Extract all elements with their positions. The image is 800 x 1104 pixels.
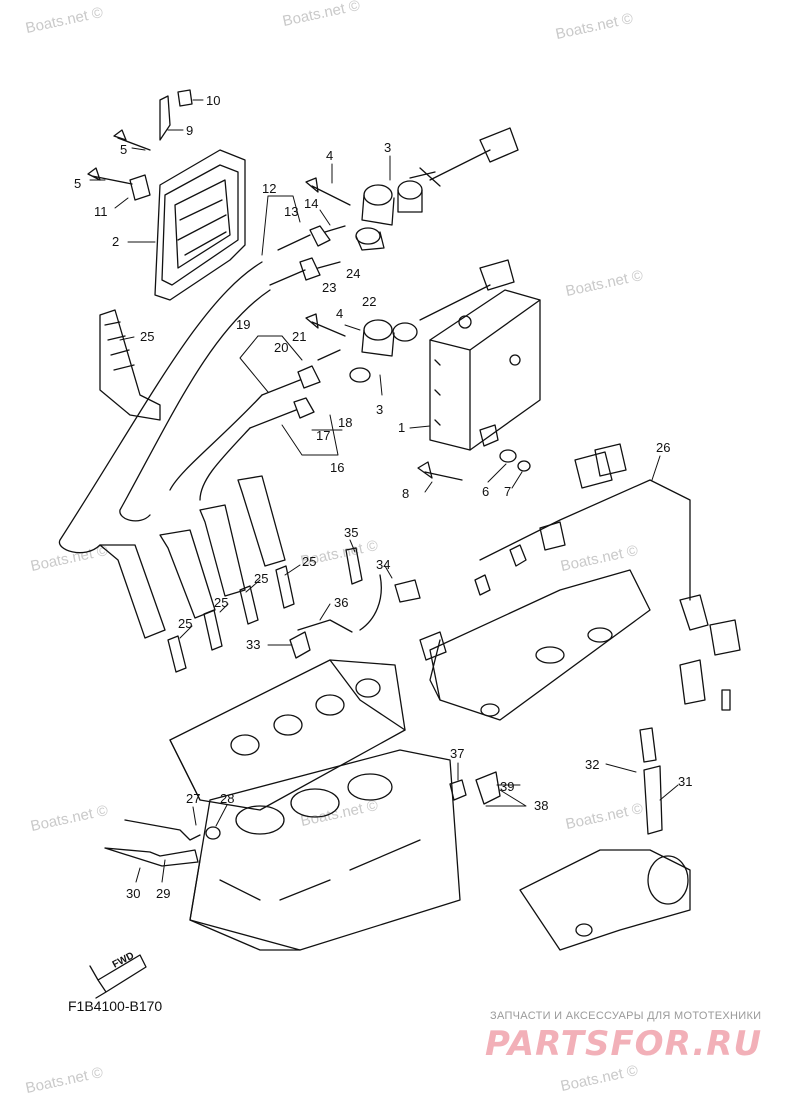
- part-number-36: 36: [334, 595, 348, 610]
- part-number-4: 4: [336, 306, 343, 321]
- part-number-39: 39: [500, 779, 514, 794]
- part-number-17: 18: [338, 415, 352, 430]
- part-number-21: 22: [362, 294, 376, 309]
- part-number-25: 25: [214, 595, 228, 610]
- part-number-30: 30: [126, 886, 140, 901]
- part-number-31: 31: [678, 774, 692, 789]
- brand-logo: PARTSFOR.RU: [485, 1024, 763, 1064]
- part-number-7: 7: [504, 484, 511, 499]
- part-number-34: 34: [376, 557, 390, 572]
- part-number-33: 33: [246, 637, 260, 652]
- part-number-1: 1: [398, 420, 405, 435]
- part-number-20: 21: [292, 329, 306, 344]
- plug-caps: [99, 475, 286, 639]
- part-number-9: 9: [186, 123, 193, 138]
- coil-plugs: [249, 225, 346, 429]
- part-number-12: 12: [262, 181, 276, 196]
- part-number-10: 10: [206, 93, 220, 108]
- footer-tagline: ЗАПЧАСТИ И АКСЕССУАРЫ ДЛЯ МОТОТЕХНИКИ: [490, 1010, 762, 1022]
- part-number-13: 13: [284, 204, 298, 219]
- part-number-2: 2: [112, 234, 119, 249]
- part-number-38: 38: [534, 798, 548, 813]
- part-number-16: 17: [316, 428, 330, 443]
- harness-holder: [99, 309, 161, 421]
- part-number-4: 4: [326, 148, 333, 163]
- part-number-32: 32: [585, 757, 599, 772]
- cylinder-head: [169, 659, 406, 811]
- part-number-37: 37: [450, 746, 464, 761]
- part-number-23: 24: [346, 266, 360, 281]
- part-number-29: 29: [156, 886, 170, 901]
- part-number-6: 6: [482, 484, 489, 499]
- part-number-25: 25: [178, 616, 192, 631]
- part-number-27: 27: [186, 791, 200, 806]
- part-number-28: 28: [220, 791, 234, 806]
- part-number-3: 3: [384, 140, 391, 155]
- part-number-35: 35: [344, 525, 358, 540]
- part-number-5: 5: [120, 142, 127, 157]
- part-number-3: 3: [376, 402, 383, 417]
- wire-harness: [419, 443, 741, 711]
- cover-frame: [154, 149, 246, 301]
- part-number-8: 8: [402, 486, 409, 501]
- ecu-box: [429, 289, 541, 451]
- part-number-26: 26: [656, 440, 670, 455]
- part-number-22: 23: [322, 280, 336, 295]
- intake-manifold: [429, 569, 651, 721]
- spark-plugs: [167, 565, 295, 673]
- part-number-18: 19: [236, 317, 250, 332]
- part-number-5: 5: [74, 176, 81, 191]
- cylinder-block: [189, 749, 461, 951]
- diagram-code: F1B4100-B170: [68, 998, 163, 1014]
- part-number-14: 14: [304, 196, 318, 211]
- part-number-25: 25: [254, 571, 268, 586]
- part-number-24: 25: [140, 329, 154, 344]
- part-number-25: 25: [302, 554, 316, 569]
- part-number-11: 11: [94, 204, 108, 219]
- ignition-coil-upper: [355, 127, 519, 251]
- ignition-leads: [58, 261, 271, 554]
- part-number-15: 16: [330, 460, 344, 475]
- part-number-19: 20: [274, 340, 288, 355]
- ignition-coil-lower: [349, 259, 515, 383]
